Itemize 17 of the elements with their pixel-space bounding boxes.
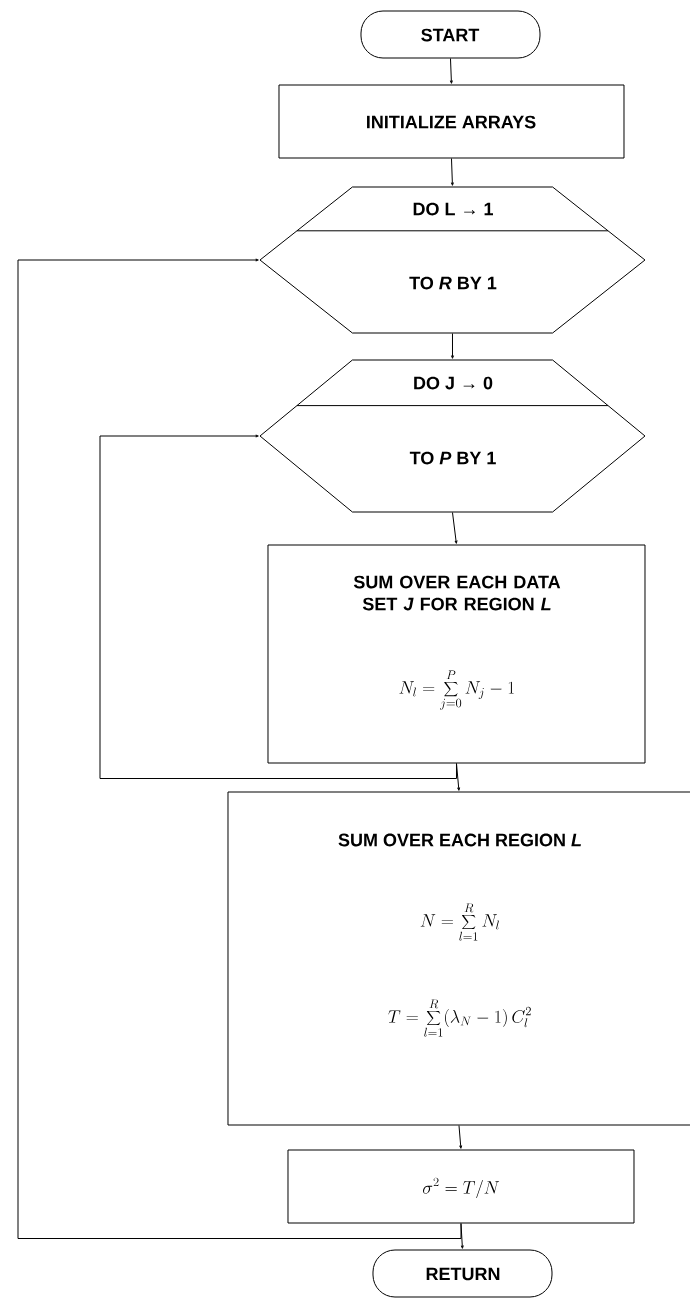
arrow [449, 58, 453, 84]
arrow [452, 512, 458, 544]
process-box: INITIALIZE ARRAYS [278, 84, 625, 159]
terminal-box: START [360, 10, 541, 59]
arrow [99, 434, 457, 779]
process-box: $\sigma^2 = T / N$ [287, 1149, 635, 1224]
process-box: SUM OVER EACH REGION L $N = \sum_{l=1}^{R} N_l$ $T = \sum_{l=1}^{R} (\lambda_N - 1)\, C_l^2$ [227, 791, 690, 1126]
loop-hexagon: DO J → 0 TO P BY 1 [259, 359, 646, 513]
arrow [450, 158, 454, 186]
arrow [17, 258, 462, 1239]
arrow [456, 763, 461, 791]
arrow [451, 333, 454, 359]
arrow [460, 1223, 464, 1249]
process-box: SUM OVER EACH DATA SET J FOR REGION L $N_l = \sum_{j=0}^{P} N_j - 1$ [267, 544, 646, 764]
arrow [458, 1125, 463, 1149]
loop-hexagon: DO L → 1 TO R BY 1 [259, 186, 646, 334]
terminal-box: RETURN [372, 1249, 553, 1298]
